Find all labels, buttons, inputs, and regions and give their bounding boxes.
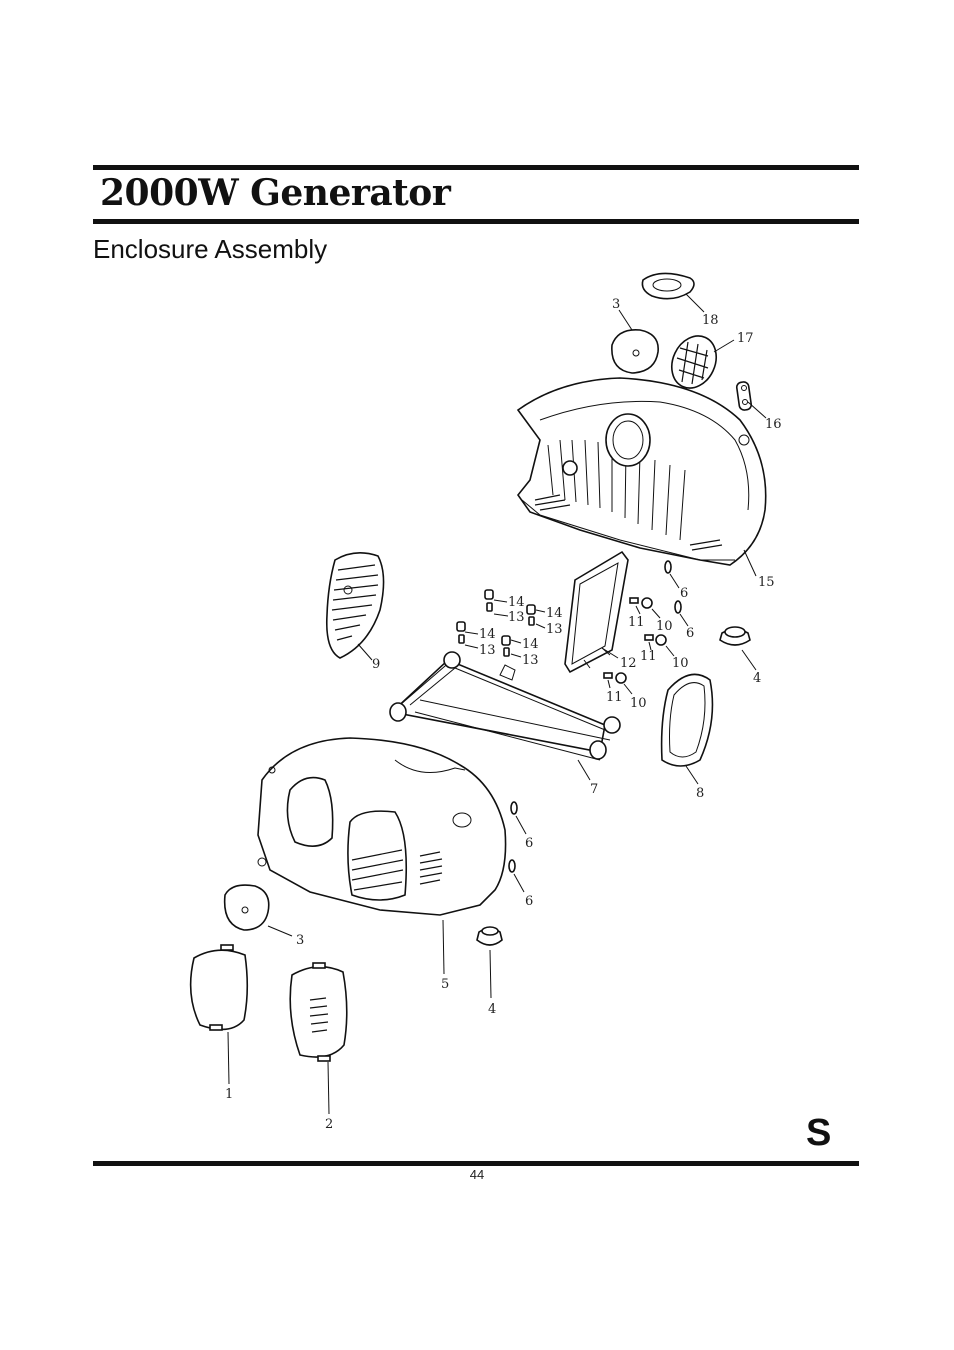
bottom-rule xyxy=(93,1161,859,1166)
callout-11-a: 11 xyxy=(628,615,645,630)
callout-18: 18 xyxy=(702,313,719,328)
callout-6-mid: 6 xyxy=(686,626,694,641)
callout-10-c: 10 xyxy=(630,696,647,711)
callout-5: 5 xyxy=(441,977,449,992)
callout-9: 9 xyxy=(372,657,380,672)
callout-17: 17 xyxy=(737,331,754,346)
callout-labels: 18 3 17 16 15 6 6 4 9 14 13 14 13 14 13 … xyxy=(225,297,782,1132)
title-underline-rule xyxy=(93,219,859,224)
callout-15: 15 xyxy=(758,575,775,590)
callout-1: 1 xyxy=(225,1087,233,1102)
part-base-frame xyxy=(389,651,621,761)
callout-14-c: 14 xyxy=(479,627,496,642)
callout-13-b: 13 xyxy=(546,622,563,637)
part-side-grille-panel xyxy=(325,552,385,659)
callout-4-bottom: 4 xyxy=(488,1002,496,1017)
part-fasteners xyxy=(456,589,536,657)
page-number: 44 xyxy=(469,1167,485,1182)
callout-11-c: 11 xyxy=(606,690,623,705)
section-subtitle: Enclosure Assembly xyxy=(93,234,328,264)
callout-2: 2 xyxy=(325,1117,333,1132)
part-front-enclosure xyxy=(257,737,507,916)
callout-13-a: 13 xyxy=(508,610,525,625)
callout-3-top: 3 xyxy=(612,297,620,312)
callout-3-bottom: 3 xyxy=(296,933,304,948)
part-rubber-foot-bottom xyxy=(476,926,503,946)
callout-11-b: 11 xyxy=(640,649,657,664)
part-handle-grip xyxy=(641,272,695,300)
top-rule xyxy=(93,165,859,170)
callout-13-c: 13 xyxy=(479,643,496,658)
callout-7: 7 xyxy=(590,782,598,797)
part-mount-bracket xyxy=(564,550,629,674)
callout-12: 12 xyxy=(620,656,637,671)
callout-13-d: 13 xyxy=(522,653,539,668)
callout-6-lower-a: 6 xyxy=(525,836,533,851)
part-gasket-ring xyxy=(660,673,714,767)
part-bolts xyxy=(508,560,682,873)
callout-14-d: 14 xyxy=(522,637,539,652)
callout-4-right: 4 xyxy=(753,671,761,686)
part-latch xyxy=(735,381,753,411)
part-fuel-cap-bottom xyxy=(223,884,270,931)
part-side-cover-left xyxy=(189,944,249,1031)
callout-14-b: 14 xyxy=(546,606,563,621)
callout-10-b: 10 xyxy=(672,656,689,671)
page-title: 2000W Generator xyxy=(100,172,451,214)
callout-14-a: 14 xyxy=(508,595,525,610)
part-rear-enclosure xyxy=(516,377,767,566)
part-side-cover-right xyxy=(289,962,348,1062)
part-fuel-cap-top xyxy=(611,328,659,374)
callout-6-top: 6 xyxy=(680,586,688,601)
callout-6-lower-b: 6 xyxy=(525,894,533,909)
section-letter: S xyxy=(806,1112,832,1154)
part-vent-grille xyxy=(671,335,717,389)
part-rubber-foot-right xyxy=(719,626,751,646)
callout-16: 16 xyxy=(765,417,782,432)
leader-lines xyxy=(227,293,767,1115)
callout-10-a: 10 xyxy=(656,619,673,634)
callout-8: 8 xyxy=(696,786,704,801)
